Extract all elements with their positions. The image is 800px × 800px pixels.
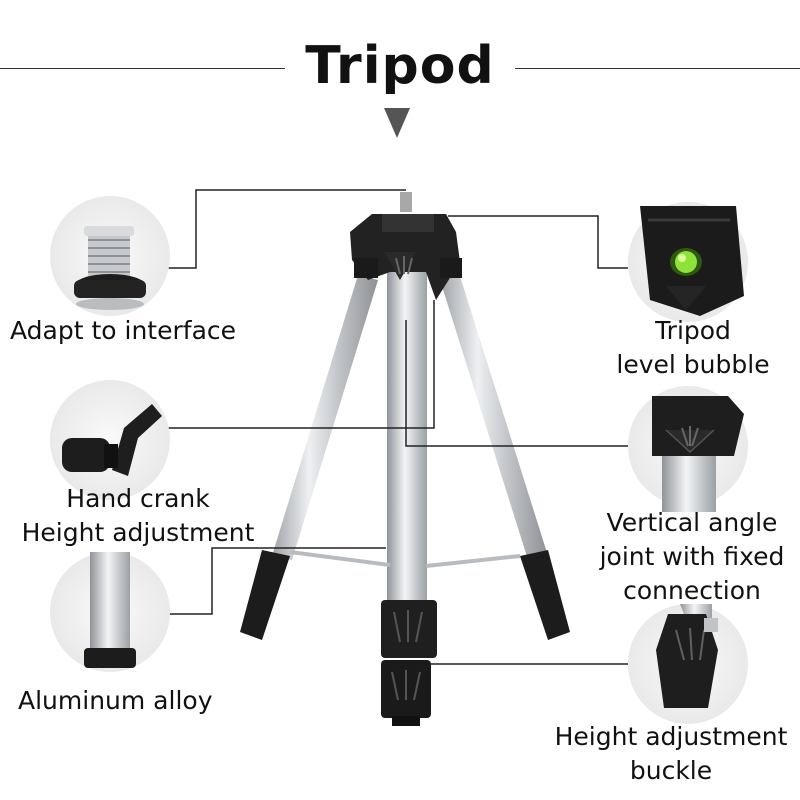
- label-aluminum-alloy: Aluminum alloy: [18, 686, 213, 715]
- callout-level: [448, 215, 628, 269]
- callout-adapt: [168, 189, 406, 269]
- spreader-right: [425, 554, 521, 568]
- label-vertical-joint: Vertical angle joint with fixed connecti…: [592, 506, 792, 608]
- page-title: Tripod: [285, 36, 515, 96]
- callout-lines: [166, 189, 628, 665]
- label-adapt-to-interface: Adapt to interface: [10, 316, 237, 345]
- left-foot: [240, 550, 290, 640]
- label-hand-crank-line1: Hand crank: [66, 484, 210, 513]
- page-title-wrap: Tripod: [0, 36, 800, 96]
- detail-adapter: [50, 196, 170, 316]
- bubble-icon: [675, 251, 697, 273]
- label-vertical-joint-line3: connection: [623, 576, 761, 605]
- left-leg: [272, 275, 378, 560]
- tripod-head: [350, 192, 462, 300]
- title-rule-left: [0, 68, 310, 69]
- label-height-buckle-line1: Height adjustment: [554, 722, 788, 751]
- callout-aluminum: [166, 547, 386, 615]
- down-arrow-icon: [384, 108, 410, 138]
- tripod-legs: [240, 270, 570, 726]
- label-level-bubble: Tripod level bubble: [598, 314, 788, 382]
- label-height-buckle-line2: buckle: [629, 756, 713, 785]
- label-vertical-joint-line2: joint with fixed: [599, 542, 785, 571]
- label-height-buckle: Height adjustment buckle: [546, 720, 796, 788]
- right-foot: [520, 550, 570, 640]
- label-hand-crank-line2: Height adjustment: [21, 518, 255, 547]
- center-column: [387, 270, 427, 610]
- detail-height-buckle: [628, 604, 748, 724]
- detail-aluminum-tube: [50, 552, 170, 672]
- detail-vertical-joint: [628, 386, 748, 512]
- detail-level-bubble: [628, 202, 748, 322]
- label-hand-crank: Hand crank Height adjustment: [4, 482, 272, 550]
- right-leg: [440, 276, 548, 560]
- callout-crank: [166, 300, 435, 429]
- label-level-bubble-line1: Tripod: [655, 316, 731, 345]
- detail-hand-crank: [50, 380, 170, 500]
- label-vertical-joint-line1: Vertical angle: [606, 508, 778, 537]
- callout-vertical: [405, 320, 628, 447]
- label-level-bubble-line2: level bubble: [616, 350, 770, 379]
- spreader-left: [289, 550, 391, 567]
- title-rule-right: [512, 68, 800, 69]
